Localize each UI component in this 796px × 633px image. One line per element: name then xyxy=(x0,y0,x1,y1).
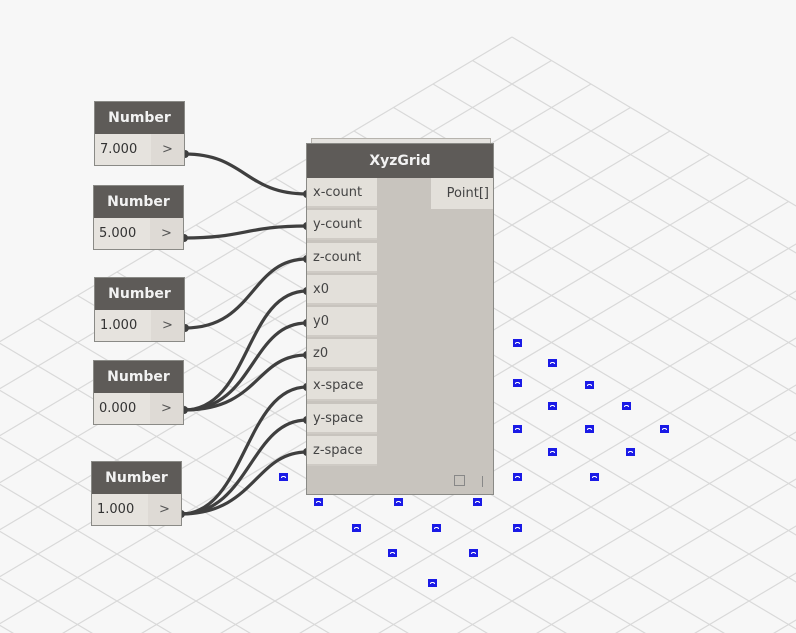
wire-z-space[interactable] xyxy=(180,450,308,516)
square-outline-icon[interactable] xyxy=(454,475,465,486)
point-glyph-icon xyxy=(585,425,594,433)
point-glyph-icon xyxy=(660,425,669,433)
wire-z-count[interactable] xyxy=(184,257,308,330)
point-glyph-icon xyxy=(622,402,631,410)
point-glyph-icon xyxy=(548,359,557,367)
point-glyph-icon xyxy=(469,549,478,557)
slider-expand-button[interactable]: > xyxy=(148,494,181,525)
input-port-x0[interactable]: x0 xyxy=(307,275,377,305)
point-glyph-icon xyxy=(428,579,437,587)
number-input[interactable] xyxy=(95,134,151,165)
point-glyph-icon xyxy=(513,524,522,532)
number-node-5[interactable]: Number > xyxy=(92,462,181,525)
input-port-y0[interactable]: y0 xyxy=(307,307,377,337)
wires xyxy=(180,152,308,516)
number-input[interactable] xyxy=(92,494,148,525)
point-glyph-icon xyxy=(432,524,441,532)
wire-x0[interactable] xyxy=(183,289,308,412)
number-input[interactable] xyxy=(95,310,151,341)
point-glyph-icon xyxy=(513,425,522,433)
number-node-1[interactable]: Number > xyxy=(95,102,184,165)
point-glyph-icon xyxy=(473,498,482,506)
wire-x-count[interactable] xyxy=(184,152,308,196)
point-glyph-icon xyxy=(513,473,522,481)
input-port-y-space[interactable]: y-space xyxy=(307,404,377,434)
point-glyph-icon xyxy=(590,473,599,481)
input-port-z-count[interactable]: z-count xyxy=(307,243,377,273)
input-port-x-count[interactable]: x-count xyxy=(307,178,377,208)
slider-expand-button[interactable]: > xyxy=(151,134,184,165)
node-title: XyzGrid xyxy=(307,144,493,178)
number-input[interactable] xyxy=(94,393,150,424)
input-port-x-space[interactable]: x-space xyxy=(307,371,377,401)
point-glyph-icon xyxy=(548,448,557,456)
point-glyph-icon xyxy=(548,402,557,410)
node-title: Number xyxy=(95,278,184,310)
node-title: Number xyxy=(94,186,183,218)
bar-icon xyxy=(482,476,483,487)
point-glyph-icon xyxy=(314,498,323,506)
slider-expand-button[interactable]: > xyxy=(150,393,183,424)
point-glyph-icon xyxy=(394,498,403,506)
point-glyph-icon xyxy=(388,549,397,557)
node-title: Number xyxy=(94,361,183,393)
point-glyph-icon xyxy=(279,473,288,481)
xyzgrid-node[interactable]: XyzGrid x-count y-count z-count x0 y0 z0… xyxy=(307,144,493,494)
wire-y0[interactable] xyxy=(183,321,308,412)
point-glyph-icon xyxy=(626,448,635,456)
slider-expand-button[interactable]: > xyxy=(151,310,184,341)
output-port-points[interactable]: Point[] xyxy=(431,178,493,209)
node-stack-shadow xyxy=(311,138,491,145)
input-port-z0[interactable]: z0 xyxy=(307,339,377,369)
wire-y-space[interactable] xyxy=(180,418,308,516)
node-title: Number xyxy=(92,462,181,494)
number-node-4[interactable]: Number > xyxy=(94,361,183,424)
point-glyph-icon xyxy=(352,524,361,532)
wire-y-count[interactable] xyxy=(183,224,308,240)
input-port-z-space[interactable]: z-space xyxy=(307,436,377,466)
point-glyph-icon xyxy=(585,381,594,389)
number-input[interactable] xyxy=(94,218,150,249)
port-dots xyxy=(177,150,311,518)
number-node-2[interactable]: Number > xyxy=(94,186,183,249)
wire-x-space[interactable] xyxy=(180,385,308,516)
number-node-3[interactable]: Number > xyxy=(95,278,184,341)
node-title: Number xyxy=(95,102,184,134)
input-port-y-count[interactable]: y-count xyxy=(307,210,377,240)
point-glyph-icon xyxy=(513,379,522,387)
wire-z0[interactable] xyxy=(183,353,308,412)
slider-expand-button[interactable]: > xyxy=(150,218,183,249)
point-glyph-icon xyxy=(513,339,522,347)
